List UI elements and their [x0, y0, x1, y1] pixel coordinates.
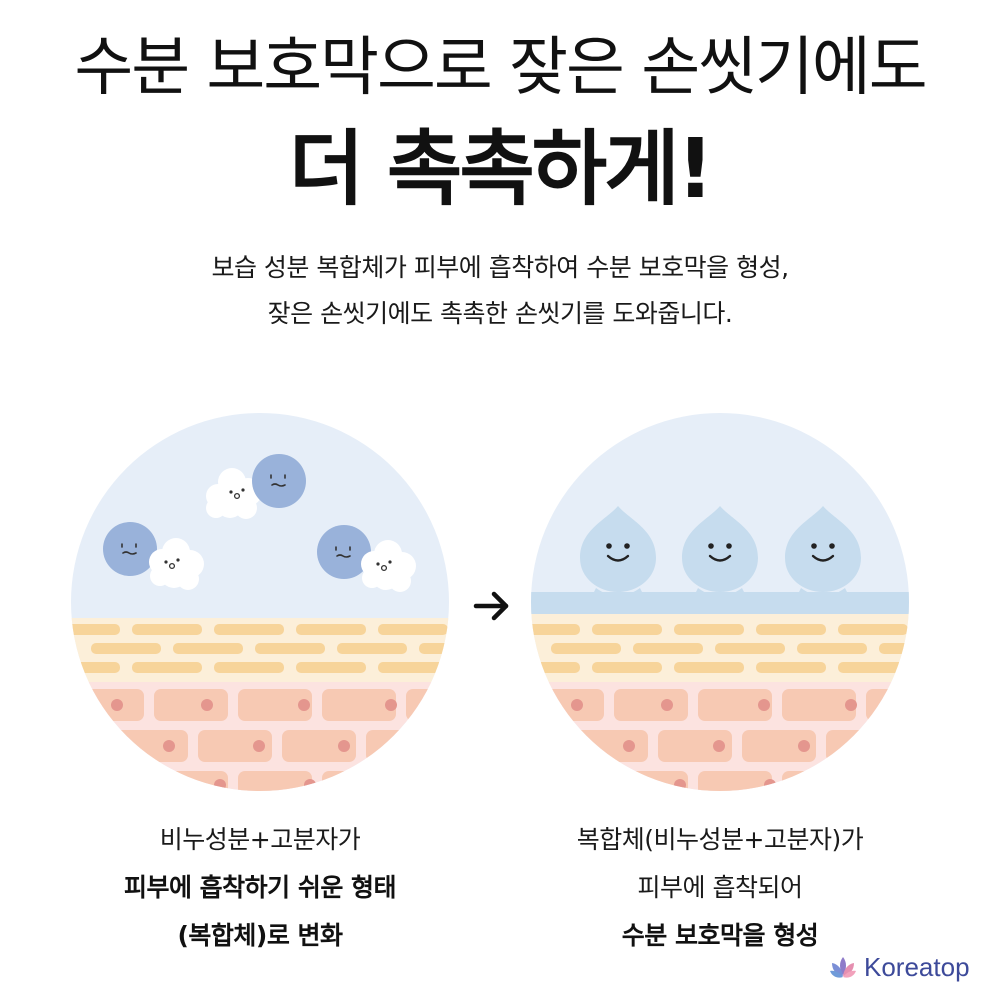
before-caption-line-3: (복합체)로 변화: [177, 921, 343, 950]
brand-name: Koreatop: [864, 952, 970, 982]
skin-upper-layer: [71, 618, 449, 688]
description-line-2: 잦은 손씻기에도 촉촉한 손씻기를 도와줍니다.: [267, 299, 733, 328]
description-line-1: 보습 성분 복합체가 피부에 흡착하여 수분 보호막을 형성,: [211, 253, 789, 282]
molecule-cluster-1: [206, 454, 306, 519]
water-drop-1: [580, 506, 656, 596]
after-illustration: [531, 413, 909, 791]
polymer-cloud: [361, 540, 416, 592]
before-caption-line-1: 비누성분+고분자가: [159, 825, 361, 854]
headline-line-2: 더 촉촉하게!: [288, 122, 714, 217]
brand-watermark: Koreatop: [828, 952, 970, 983]
molecule-cluster-3: [317, 525, 416, 592]
polymer-cloud: [149, 538, 204, 590]
skin-lower-layer: [71, 682, 449, 791]
before-caption: 비누성분+고분자가 피부에 흡착하기 쉬운 형태 (복합체)로 변화: [30, 816, 490, 960]
molecule-cluster-2: [103, 522, 204, 590]
skin-lower-layer: [531, 682, 909, 791]
before-caption-line-2: 피부에 흡착하기 쉬운 형태: [123, 873, 397, 902]
skin-upper-layer: [531, 612, 909, 688]
soap-molecule: [317, 525, 371, 579]
after-caption: 복합체(비누성분+고분자)가 피부에 흡착되어 수분 보호막을 형성: [490, 816, 950, 960]
arrow-right-icon: [473, 591, 509, 621]
after-caption-line-1: 복합체(비누성분+고분자)가: [576, 825, 864, 854]
lotus-icon: [830, 956, 856, 978]
soap-molecule: [252, 454, 306, 508]
headline-line-1: 수분 보호막으로 잦은 손씻기에도: [74, 31, 927, 105]
water-drop-2: [682, 506, 758, 596]
after-caption-line-3: 수분 보호막을 형성: [621, 921, 819, 950]
after-caption-line-2: 피부에 흡착되어: [637, 873, 803, 902]
soap-molecule: [103, 522, 157, 576]
before-illustration: [71, 413, 449, 791]
moisture-barrier: [531, 592, 909, 614]
polymer-cloud: [206, 468, 262, 519]
water-drop-3: [785, 506, 861, 596]
